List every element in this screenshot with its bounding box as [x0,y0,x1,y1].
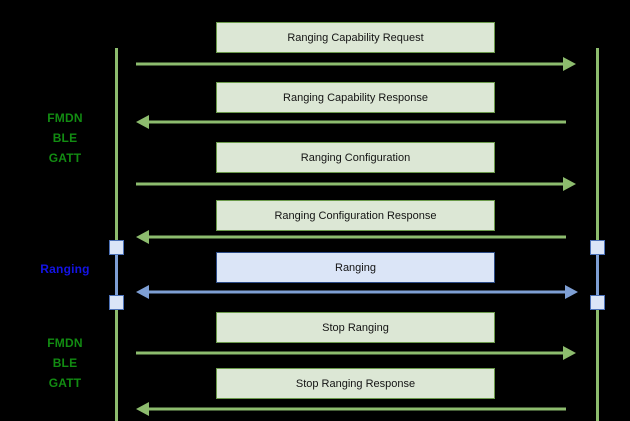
phase-label-line: FMDN [47,111,83,125]
message-arrow-ranging-capability-request [136,56,576,72]
phase-label-line: Ranging [40,262,90,276]
message-arrow-ranging-configuration [136,176,576,192]
phase-label-line: BLE [52,131,78,145]
message-box-ranging-capability-response: Ranging Capability Response [216,82,495,113]
arrow-line [136,351,563,355]
message-arrow-stop-ranging [136,345,576,361]
message-box-stop-ranging: Stop Ranging [216,312,495,343]
arrow-head-left-icon [136,402,149,416]
message-label: Ranging [335,261,376,274]
arrow-line [149,120,566,124]
activation-box-left-top[interactable] [109,240,124,255]
activation-box-right-bottom[interactable] [590,295,605,310]
arrow-line [149,235,566,239]
message-box-ranging-configuration-response: Ranging Configuration Response [216,200,495,231]
arrow-line [136,62,563,66]
arrow-head-right-icon [563,57,576,71]
message-label: Ranging Capability Response [283,91,428,104]
arrow-head-left-icon [136,115,149,129]
arrow-head-right-icon [563,346,576,360]
left-lifeline [115,48,118,421]
arrow-line [149,290,565,294]
arrow-head-right-icon [565,285,578,299]
message-box-stop-ranging-response: Stop Ranging Response [216,368,495,399]
message-arrow-stop-ranging-response [136,401,566,417]
message-box-ranging-configuration: Ranging Configuration [216,142,495,173]
arrow-head-left-icon [136,285,149,299]
phase-label-line: GATT [48,151,82,165]
message-label: Ranging Capability Request [287,31,424,44]
message-label: Ranging Configuration Response [274,209,437,222]
activation-segment-right [596,247,599,303]
message-label: Stop Ranging [322,321,389,334]
message-arrow-ranging-configuration-response [136,229,566,245]
arrow-head-left-icon [136,230,149,244]
message-label: Ranging Configuration [300,151,411,164]
right-lifeline [596,48,599,421]
message-label: Stop Ranging Response [295,377,416,390]
activation-box-left-bottom[interactable] [109,295,124,310]
message-arrow-ranging-capability-response [136,114,566,130]
arrow-head-right-icon [563,177,576,191]
arrow-line [136,182,563,186]
message-box-ranging-capability-request: Ranging Capability Request [216,22,495,53]
phase-label-fmdn-ble-gatt-top: FMDN BLE GATT [30,108,100,168]
phase-label-fmdn-ble-gatt-bottom: FMDN BLE GATT [30,333,100,393]
phase-label-line: BLE [52,356,78,370]
arrow-line [149,407,566,411]
phase-label-line: GATT [48,376,82,390]
activation-segment-left [115,247,118,303]
phase-label-ranging: Ranging [30,259,100,279]
phase-label-line: FMDN [47,336,83,350]
activation-box-right-top[interactable] [590,240,605,255]
message-box-ranging: Ranging [216,252,495,283]
message-arrow-ranging [136,284,578,300]
